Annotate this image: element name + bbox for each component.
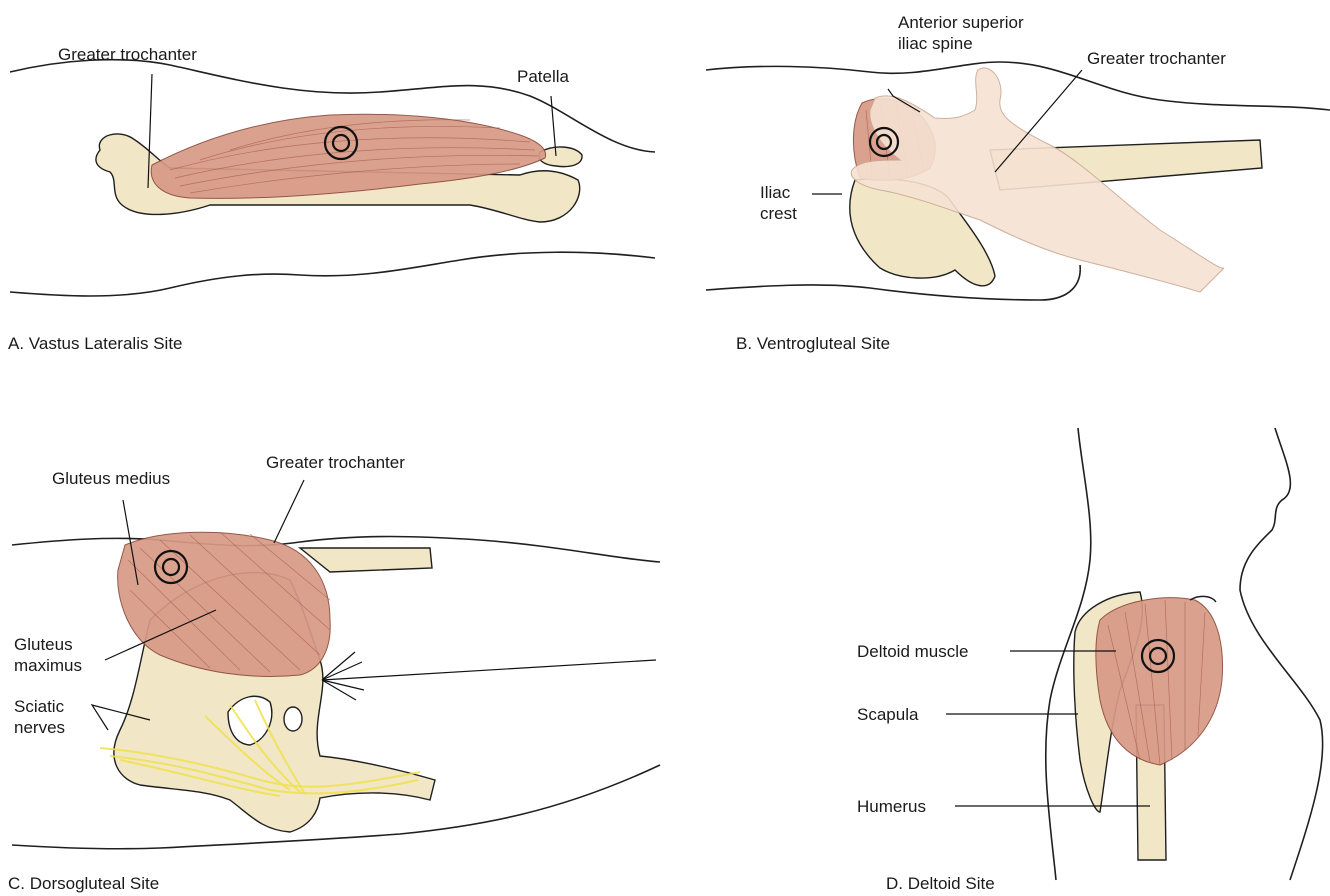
a-caption: A. Vastus Lateralis Site — [8, 334, 183, 354]
small-foramen — [284, 707, 302, 731]
b-greater-trochanter-label: Greater trochanter — [1087, 48, 1226, 69]
femur-shaft-c — [300, 548, 432, 572]
hip-upper-outline — [706, 62, 1330, 110]
a-patella-label: Patella — [517, 66, 569, 87]
c-gluteus-maximus-label: Gluteus maximus — [14, 634, 82, 676]
b-caption: B. Ventrogluteal Site — [736, 334, 890, 354]
panel-a-drawing — [10, 60, 655, 296]
panel-b-drawing — [706, 62, 1330, 300]
c-trochanter-leader — [274, 480, 304, 543]
thigh-lower-outline — [10, 252, 655, 296]
body-right-outline — [1240, 428, 1323, 880]
c-caption: C. Dorsogluteal Site — [8, 874, 159, 894]
c-gluteus-medius-label: Gluteus medius — [52, 468, 170, 489]
c-sciatic-nerves-label: Sciatic nerves — [14, 696, 65, 738]
d-deltoid-muscle-label: Deltoid muscle — [857, 641, 969, 662]
d-scapula-label: Scapula — [857, 704, 918, 725]
a-greater-trochanter-label: Greater trochanter — [58, 44, 197, 65]
panel-c-drawing — [12, 480, 660, 849]
b-asis-label: Anterior superior iliac spine — [898, 12, 1024, 54]
deltoid-muscle — [1096, 598, 1223, 765]
d-humerus-label: Humerus — [857, 796, 926, 817]
c-greater-trochanter-label: Greater trochanter — [266, 452, 405, 473]
d-caption: D. Deltoid Site — [886, 874, 995, 894]
panel-d-drawing — [946, 428, 1323, 880]
direction-arrow-icon — [322, 652, 656, 700]
b-iliac-crest-label: Iliac crest — [760, 182, 797, 224]
